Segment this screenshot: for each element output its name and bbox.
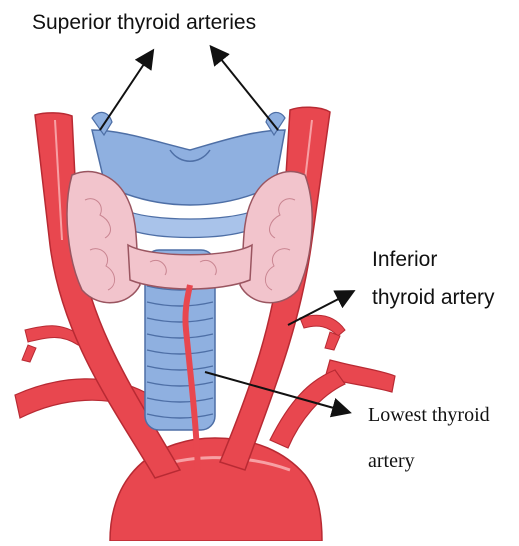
label-inferior-thyroid-artery-line2: thyroid artery <box>372 287 495 308</box>
label-lowest-thyroid-artery-line2: artery <box>368 451 415 471</box>
label-inferior-thyroid-artery-line1: Inferior <box>372 249 437 270</box>
label-lowest-thyroid-artery-line1: Lowest thyroid <box>368 405 490 425</box>
label-superior-thyroid-arteries: Superior thyroid arteries <box>32 12 256 33</box>
arrow-superior-left <box>100 52 152 130</box>
arrow-superior-right <box>212 48 278 130</box>
